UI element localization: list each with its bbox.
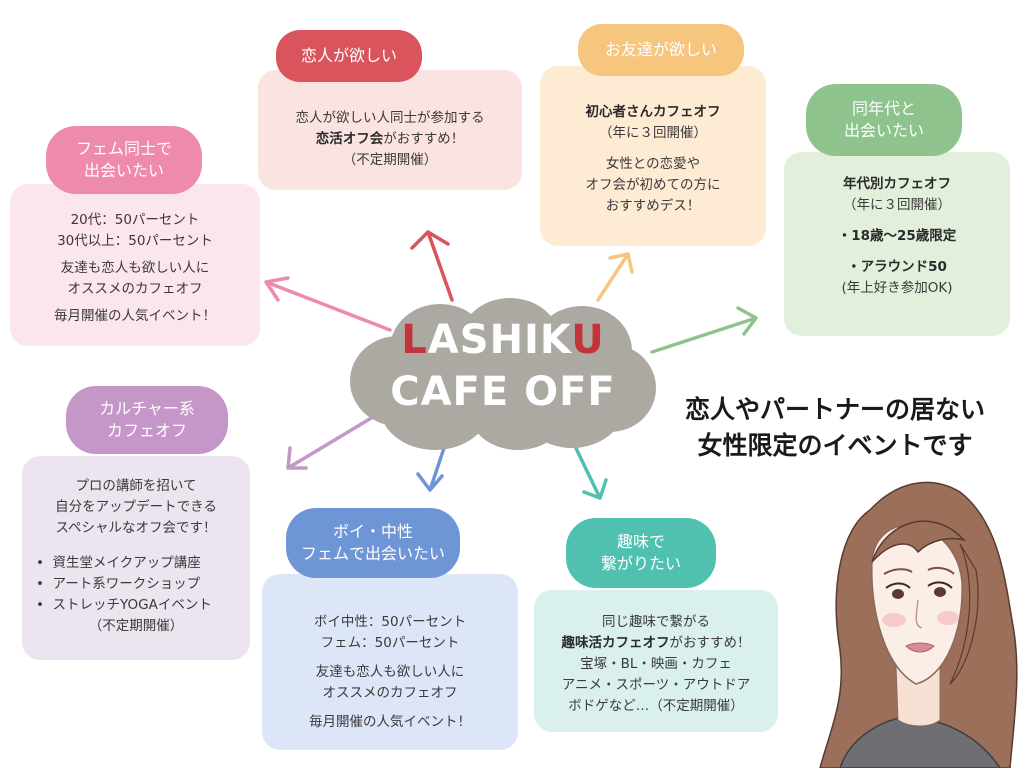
label-femu: フェム同士で 出会いたい [46,126,202,194]
card-femu: 20代：50パーセント 30代以上：50パーセント 友達も恋人も欲しい人に オス… [10,184,260,346]
card-boi: ボイ中性：50パーセント フェム：50パーセント 友達も恋人も欲しい人に オスス… [262,574,518,750]
culture-bullet-1: • 資生堂メイクアップ講座 [36,555,201,571]
card-koibito: 恋人が欲しい人同士が参加する 恋活オフ会がおすすめ！ （不定期開催） [258,70,522,190]
arrow-shumi [570,438,608,500]
label-boi: ボイ・中性 フェムで出会いたい [286,508,460,578]
card-nendai: 年代別カフェオフ （年に３回開催） ・18歳〜25歳限定 ・アラウンド50 (年… [784,152,1010,336]
arrow-nendai [650,306,758,354]
arrow-culture [286,412,380,470]
culture-bullet-3: • ストレッチYOGAイベント [36,597,212,613]
label-koibito: 恋人が欲しい [276,30,422,82]
arrow-boi [416,440,448,492]
label-nendai: 同年代と 出会いたい [806,84,962,156]
arrow-koibito [410,230,454,302]
card-culture: プロの講師を招いて 自分をアップデートできる スペシャルなオフ会です！ • 資生… [22,456,250,660]
tagline-line-2: 女性限定のイベントです [697,431,973,460]
tagline-line-1: 恋人やパートナーの居ない [684,395,985,424]
card-shumi: 同じ趣味で繋がる 趣味活カフェオフがおすすめ！ 宝塚・BL・映画・カフェ アニメ… [534,590,778,732]
arrow-femu [264,276,392,332]
arrow-tomodachi [596,252,634,302]
label-tomodachi: お友達が欲しい [578,24,744,76]
card-tomodachi: 初心者さんカフェオフ （年に３回開催） 女性との恋愛や オフ会が初めての方に お… [540,66,766,246]
label-shumi: 趣味で 繋がりたい [566,518,716,588]
center-title: LASHIKU CAFE OFF [390,317,616,415]
center-cloud: LASHIKU CAFE OFF [350,298,656,450]
tagline: 恋人やパートナーの居ない 女性限定のイベントです [670,392,1000,464]
culture-bullet-2: • アート系ワークショップ [36,576,201,592]
label-culture: カルチャー系 カフェオフ [66,386,228,454]
woman-illustration [819,481,1018,768]
